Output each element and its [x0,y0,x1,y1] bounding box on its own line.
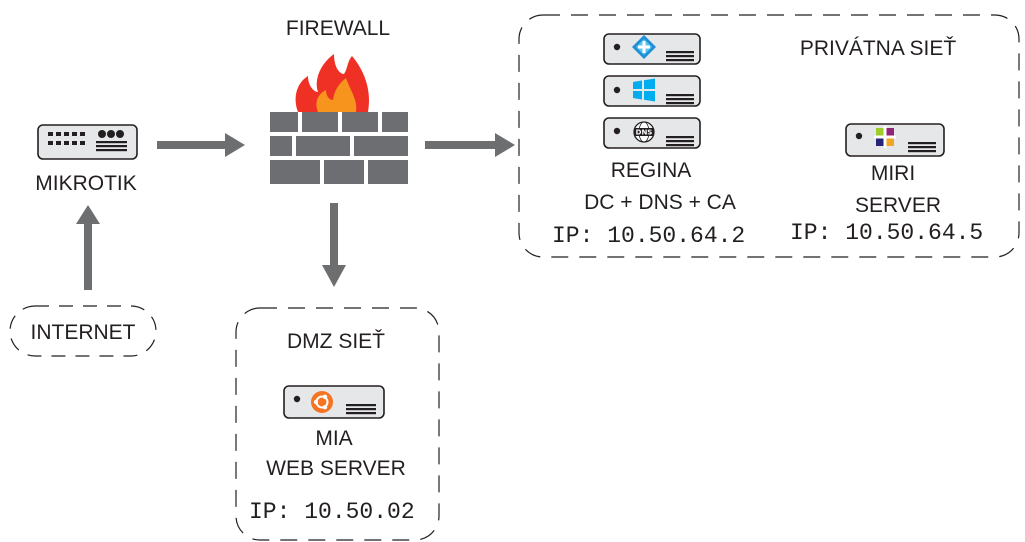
miri-name: MIRI [870,162,916,185]
arrow-internet-to-router [76,205,100,290]
mia-role: WEB SERVER [266,457,406,480]
brick-wall-icon [270,112,408,184]
miri-role: SERVER [855,194,941,217]
dmz-network-zone [235,307,440,541]
regina-name: REGINA [610,159,692,182]
internet-cloud-outline [9,305,157,357]
dmz-network-title: DMZ SIEŤ [287,330,385,353]
flame-icon [295,54,370,112]
windows-icon [633,78,655,102]
mia-ip: IP: 10.50.02 [249,499,415,525]
arrow-router-to-firewall [157,133,245,157]
regina-roles: DC + DNS + CA [584,191,736,214]
private-network-title: PRIVÁTNA SIEŤ [799,37,957,60]
internet-label: INTERNET [30,321,136,344]
centos-icon [874,126,896,148]
miri-ip: IP: 10.50.64.5 [790,220,984,246]
ubuntu-server-icon [283,385,385,419]
regina-ip: IP: 10.50.64.2 [552,223,746,249]
firewall-icon [270,54,408,184]
ubuntu-icon [311,391,333,413]
active-directory-icon [632,35,656,59]
router-icon [37,124,138,160]
mia-name: MIA [315,427,353,450]
windows-server-icon [603,75,701,107]
dns-server-icon: DNS [603,117,701,149]
router-label: MIKROTIK [35,172,137,195]
private-network-zone [518,14,1020,258]
dns-icon-text: DNS [636,129,653,137]
arrow-firewall-to-private [425,133,515,157]
active-directory-server-icon [603,33,701,65]
centos-server-icon [845,123,945,157]
dns-icon: DNS [633,121,655,143]
arrow-firewall-to-dmz [322,203,346,287]
firewall-label: FIREWALL [285,17,391,40]
